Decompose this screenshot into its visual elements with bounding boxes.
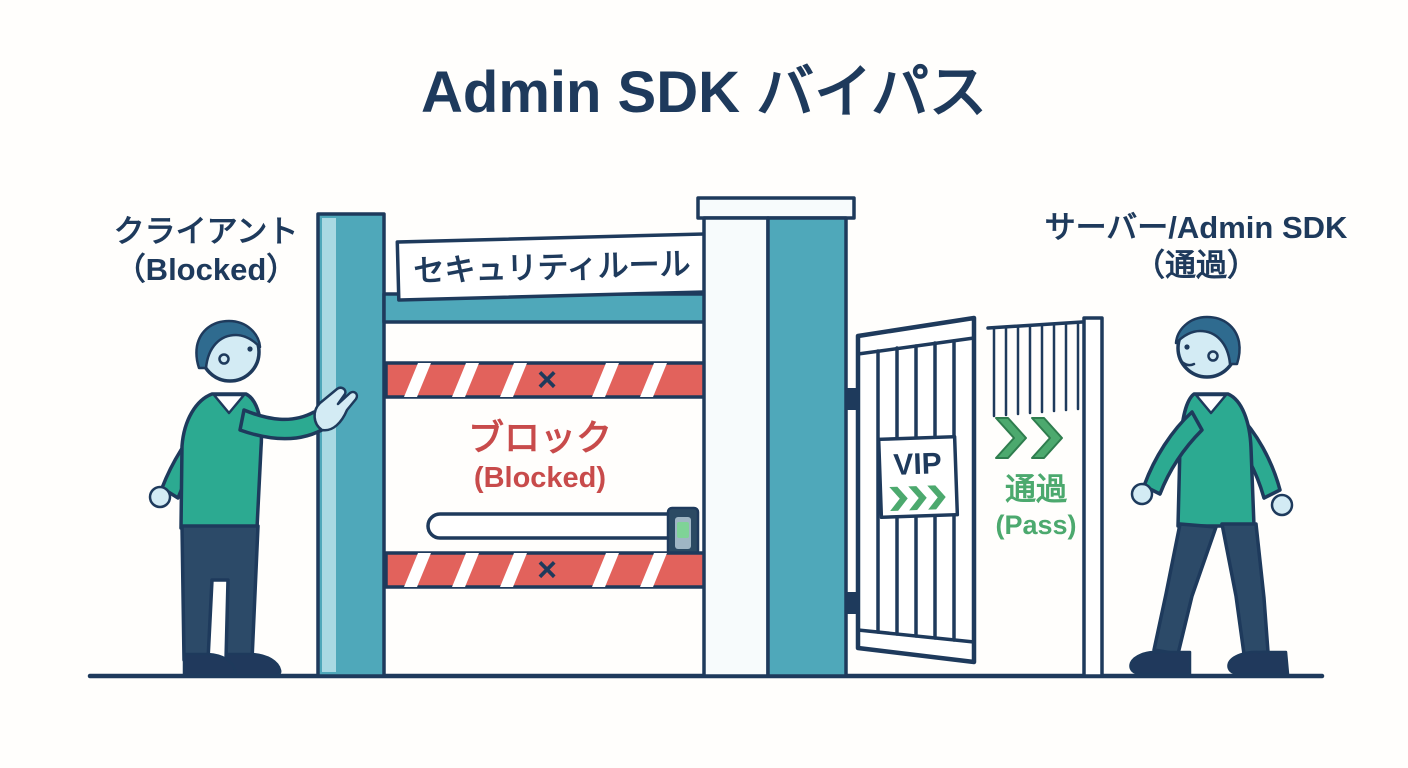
pass-label-en: (Pass) (995, 510, 1076, 540)
pass-label-jp: 通過 (1005, 472, 1068, 507)
vip-sign: VIP (876, 434, 960, 520)
server-back-hand (1270, 493, 1294, 517)
second-gate-bars (986, 320, 1084, 418)
client-caption: クライアント （Blocked） (114, 214, 299, 287)
barrier-bottom-cross: × (537, 551, 557, 589)
blocked-caption: ブロック (Blocked) (468, 417, 612, 494)
barrier-bottom-stripes (404, 553, 667, 587)
client-eye (247, 346, 253, 352)
pass-caption: 通過 (Pass) (995, 472, 1076, 540)
hinge-bottom (846, 592, 858, 614)
server-figure (1129, 315, 1294, 676)
security-rules-label: セキュリティルール (413, 246, 691, 288)
vip-chevron-icons (889, 485, 946, 511)
left-pillar (316, 212, 386, 678)
server-collar (1194, 393, 1228, 415)
server-front-hand (1130, 482, 1154, 506)
hinge-top (846, 388, 858, 410)
server-front-shoe (1129, 650, 1192, 676)
client-label-line1: クライアント (114, 214, 299, 249)
client-figure (148, 319, 359, 677)
security-rules-sign: セキュリティルール (395, 232, 709, 302)
blocked-label-en: (Blocked) (474, 462, 606, 494)
server-ear (1207, 350, 1219, 362)
server-eye (1184, 344, 1190, 350)
page-title: Admin SDK バイパス (421, 60, 987, 125)
client-hair (195, 319, 262, 370)
security-gate: セキュリティルール × ブロック (Blocked) (316, 196, 1104, 678)
barrier-top: × (384, 361, 708, 399)
client-ear (218, 353, 230, 365)
client-back-hand (148, 485, 172, 509)
client-front-shoe (224, 652, 282, 677)
server-smile (1180, 360, 1196, 367)
barrier-bottom: × (384, 551, 708, 589)
client-back-shoe (182, 652, 237, 677)
client-front-hand (313, 386, 359, 432)
client-label-line2: （Blocked） (115, 252, 298, 287)
blocked-label-jp: ブロック (468, 417, 612, 458)
retracted-bar (426, 512, 684, 540)
server-label-line1: サーバー/Admin SDK (1045, 210, 1348, 245)
server-hair (1174, 315, 1241, 366)
server-label-line2: （通過） (1134, 248, 1258, 283)
server-caption: サーバー/Admin SDK （通過） (1045, 210, 1348, 283)
client-collar (212, 393, 246, 415)
barrier-top-cross: × (537, 361, 557, 399)
vip-label: VIP (893, 447, 942, 482)
barrier-top-stripes (404, 363, 667, 397)
far-gate-post (1082, 316, 1104, 678)
open-gate-door: VIP (855, 315, 977, 665)
right-pillar (696, 196, 858, 678)
pass-chevron-icons (995, 417, 1063, 459)
server-back-shoe (1227, 650, 1290, 676)
